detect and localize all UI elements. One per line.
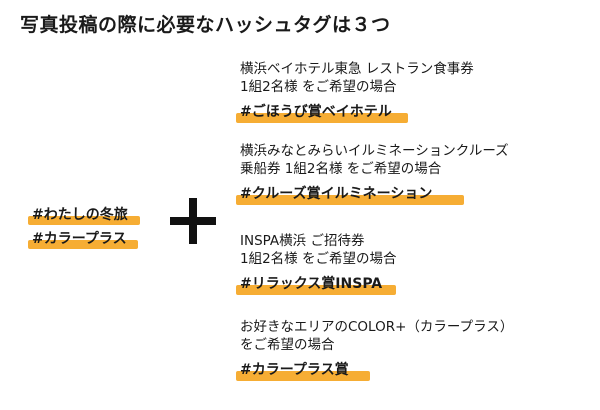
page-title: 写真投稿の際に必要なハッシュタグは３つ bbox=[20, 14, 391, 36]
brush-highlight bbox=[236, 285, 396, 295]
prize-description-line: お好きなエリアのCOLOR+（カラープラス） bbox=[240, 319, 514, 335]
prize-description-line: 乗船券 1組2名様 をご希望の場合 bbox=[240, 161, 442, 177]
common-hashtag-1: #わたしの冬旅 bbox=[28, 204, 152, 226]
prize-hashtag: #ごほうび賞ベイホテル bbox=[236, 100, 590, 124]
prize-description-line: INSPA横浜 ご招待券 bbox=[240, 233, 365, 249]
prize-description-line: 横浜みなとみらいイルミネーションクルーズ bbox=[240, 143, 509, 159]
prize-item: お好きなエリアのCOLOR+（カラープラス） をご希望の場合 #カラープラス賞 bbox=[236, 318, 590, 382]
prize-hashtag: #クルーズ賞イルミネーション bbox=[236, 182, 590, 206]
prize-item: 横浜みなとみらいイルミネーションクルーズ 乗船券 1組2名様 をご希望の場合 #… bbox=[236, 142, 590, 206]
prize-hashtag: #リラックス賞INSPA bbox=[236, 272, 590, 296]
hashtag-text: #わたしの冬旅 bbox=[32, 207, 128, 223]
brush-highlight bbox=[28, 216, 140, 225]
hashtag-text: #カラープラス賞 bbox=[240, 362, 349, 378]
brush-highlight bbox=[236, 195, 464, 205]
prize-item: 横浜ベイホテル東急 レストラン食事券 1組2名様 をご希望の場合 #ごほうび賞ベ… bbox=[236, 60, 590, 124]
common-hashtags: #わたしの冬旅 #カラープラス bbox=[28, 204, 152, 252]
brush-highlight bbox=[236, 113, 408, 123]
hashtag-text: #ごほうび賞ベイホテル bbox=[240, 104, 392, 120]
prize-description-line: 1組2名様 をご希望の場合 bbox=[240, 251, 397, 267]
plus-icon bbox=[170, 198, 216, 244]
brush-highlight bbox=[236, 371, 370, 381]
prize-description-line: 1組2名様 をご希望の場合 bbox=[240, 79, 397, 95]
brush-highlight bbox=[28, 240, 138, 249]
hashtag-text: #カラープラス bbox=[32, 231, 127, 247]
hashtag-text: #クルーズ賞イルミネーション bbox=[240, 186, 433, 202]
prize-description-line: 横浜ベイホテル東急 レストラン食事券 bbox=[240, 61, 474, 77]
common-hashtag-2: #カラープラス bbox=[28, 228, 152, 250]
prize-item: INSPA横浜 ご招待券 1組2名様 をご希望の場合 #リラックス賞INSPA bbox=[236, 232, 590, 296]
hashtag-text: #リラックス賞INSPA bbox=[240, 276, 383, 292]
prize-description-line: をご希望の場合 bbox=[240, 337, 335, 353]
prize-hashtag: #カラープラス賞 bbox=[236, 358, 590, 382]
